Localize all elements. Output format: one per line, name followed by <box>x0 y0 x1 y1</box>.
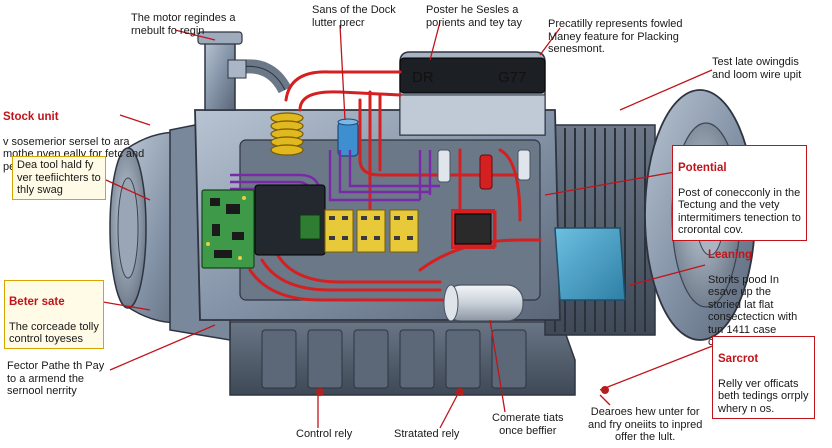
pcb-board <box>201 189 255 269</box>
callout-sarcrot: Sarcrot Relly ver officats beth tedings … <box>712 336 815 419</box>
label-stratated: Stratated rely <box>394 428 460 440</box>
cylinder <box>443 284 524 322</box>
label-poster: Poster he Sesles a porients and tey tay <box>426 4 523 29</box>
blue-cover <box>554 227 626 301</box>
callout-lines <box>61 21 716 429</box>
chip <box>451 209 495 249</box>
label-fector: Fector Pathe th Pay to a armend the sern… <box>7 360 105 397</box>
panel-display-right: G77 <box>498 69 526 86</box>
label-precatly: Precatilly represents fowled Maney featu… <box>548 18 683 55</box>
potential-body: Post of conecconly in the Tectung and th… <box>678 186 801 237</box>
label-control: Control rely <box>296 428 353 440</box>
yellow-coil <box>270 112 304 156</box>
sarcrot-title: Sarcrot <box>718 352 759 365</box>
beter-body: The corceade tolly control toyeses <box>9 320 99 346</box>
label-motor: The motor regindes a rnebult fo regin <box>131 12 236 37</box>
beter-title: Beter sate <box>9 295 65 308</box>
red-wiring <box>248 70 542 302</box>
callout-potential: Potential Post of conecconly in the Tect… <box>672 145 807 241</box>
stock-title: Stock unit <box>3 110 59 123</box>
callout-dea: Dea tool hald fy ver teefiichters to thl… <box>12 156 106 200</box>
panel-display-left: DR <box>412 69 434 86</box>
sarcrot-body: Relly ver officats beth tedings orrply w… <box>718 377 809 415</box>
control-module <box>254 184 326 256</box>
control-panel-box: DR G77 <box>399 51 546 136</box>
label-dearoes: Dearoes hew unter for and fry oneiits to… <box>588 406 703 443</box>
label-sans: Sans of the Dock lutter precr <box>312 4 396 29</box>
blue-capacitor <box>337 118 359 157</box>
label-test: Test late owingdis and loom wire upit <box>712 56 802 81</box>
fuses <box>437 149 531 190</box>
relay-terminals <box>324 209 419 253</box>
intake-pipe <box>197 31 292 111</box>
callout-beter: Beter sate The corceade tolly control to… <box>4 280 104 349</box>
callout-leaning: Leaning Storits pood In esave up the sto… <box>708 236 797 349</box>
leaning-title: Leaning <box>708 248 753 261</box>
potential-title: Potential <box>678 161 727 174</box>
label-comerate: Comerate tiats once beffier <box>492 412 564 437</box>
